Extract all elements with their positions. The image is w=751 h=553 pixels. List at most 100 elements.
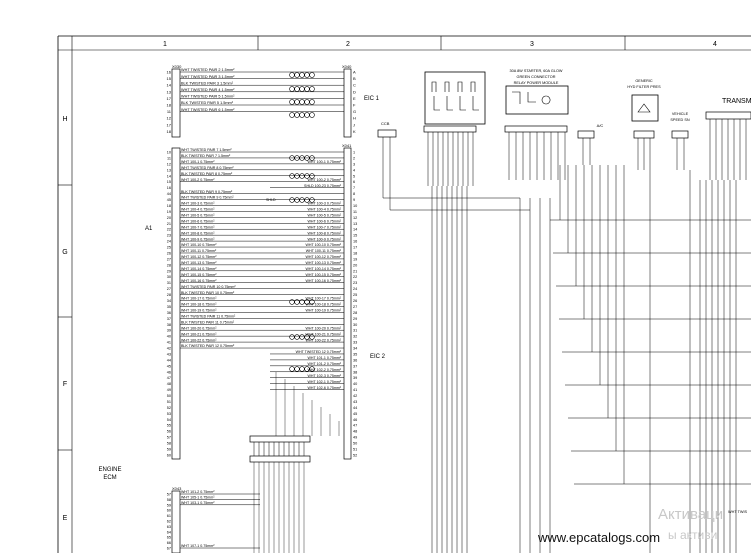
pin-number: 47 (167, 376, 171, 380)
pin-number: 51 (167, 400, 171, 404)
row-letter: E (63, 515, 68, 522)
pin-number: 31 (167, 281, 171, 285)
pin-number: 42 (167, 347, 171, 351)
module-label-a1: A1 (145, 226, 153, 232)
watermark-text-2: ы активи (668, 528, 718, 542)
connector-x040 (343, 68, 352, 138)
wire-label: WHT 101-1 0.75mm² (308, 356, 342, 360)
pin-number: 63 (167, 525, 171, 529)
pin-number: 58 (167, 442, 171, 446)
twisted-pair-symbol (304, 99, 310, 105)
connector-ecm-main (171, 147, 181, 460)
pin-number: 66 (167, 541, 171, 545)
twisted-pair-symbol (289, 86, 295, 92)
pin-number: 12 (167, 116, 172, 121)
relay-contact-symbol (512, 91, 551, 105)
wire-label: WHT TWISTED PAIR 2 1.5mm² (181, 68, 235, 72)
wire-label: WHT 100-22 0.75mm² (306, 338, 342, 342)
pin-number: 6 (353, 180, 355, 184)
twisted-pair-symbol (309, 366, 315, 372)
vehicle-speed-connector (671, 130, 689, 139)
pin-number: 25 (353, 293, 357, 297)
pin-number: 41 (167, 341, 171, 345)
column-number: 4 (713, 41, 717, 48)
wire-label: BLK TWISTED PAIR 12 0.75mm² (181, 344, 235, 348)
twisted-pair-symbol (299, 112, 305, 118)
twisted-pair-symbol (294, 99, 300, 105)
wire-label: BLK TWISTED PAIR 5 1.5mm² (181, 101, 234, 105)
pin-number: 8 (353, 192, 355, 196)
pin-number: 28 (167, 293, 171, 297)
pin-number: 59 (167, 503, 171, 507)
sensor-symbol (637, 103, 651, 113)
pin-number: 64 (167, 530, 171, 534)
pin-letter: K (353, 129, 356, 134)
pin-number: 54 (167, 418, 171, 422)
pin-number: 37 (167, 317, 171, 321)
pin-number: 50 (167, 394, 171, 398)
wire-label: WHT TWIS (728, 510, 748, 514)
pin-number: 53 (167, 412, 171, 416)
wire-label: WHT TWISTED PAIR 9 0.75mm² (181, 196, 234, 200)
module-label-eic1: EIC 1 (364, 96, 380, 102)
twisted-pair-symbol (309, 99, 315, 105)
pin-number: 14 (167, 174, 171, 178)
pin-number: 40 (167, 335, 171, 339)
wire-label: WHT 107-1 0.75mm² (181, 544, 215, 548)
twisted-pair-symbol (304, 112, 310, 118)
wire-label: BLK TWISTED PAIR 7 1.5mm² (181, 154, 231, 158)
twisted-pair-symbol (299, 86, 305, 92)
pin-number: 28 (167, 263, 171, 267)
module-label-eic2: EIC 2 (370, 354, 386, 360)
pin-number: 38 (167, 323, 171, 327)
wire-label: WHT 100-11 0.75mm² (181, 249, 217, 253)
twisted-pair-symbol (289, 72, 295, 78)
pin-number: 36 (167, 311, 171, 315)
pin-number: 56 (167, 430, 171, 434)
pin-number: 22 (353, 275, 357, 279)
connector-label: X030 (172, 64, 182, 69)
pin-number: 3 (353, 162, 355, 166)
pin-letter: E (353, 96, 356, 101)
twisted-pair-symbol (299, 197, 305, 203)
wire-label: WHT 100-20 0.75mm² (306, 326, 342, 330)
watermark-url: www.epcatalogs.com (538, 530, 661, 545)
wire-label: BLK TWISTED PAIR 8 0.75mm² (181, 172, 233, 176)
row-letter: H (62, 116, 67, 123)
pin-number: 19 (167, 210, 171, 214)
pin-number: 24 (167, 240, 171, 244)
pin-number: 37 (353, 364, 357, 368)
twisted-pair-symbol (289, 99, 295, 105)
wire-label: WHT 100-16 0.75mm² (181, 279, 217, 283)
twisted-pair-symbol (294, 86, 300, 92)
pin-number: 49 (167, 388, 171, 392)
hyd-filter-connector (633, 130, 655, 139)
pin-number: 44 (353, 406, 357, 410)
wire-label: WHT 100-19 0.75mm² (306, 309, 342, 313)
pin-number: 15 (167, 180, 171, 184)
module-title: VEHICLE (672, 112, 689, 116)
pin-letter: F (353, 103, 356, 108)
wire-label: WHT 100-4 0.75mm² (181, 208, 215, 212)
twisted-pair-symbol (309, 112, 315, 118)
twisted-pair-symbol (294, 366, 300, 372)
pin-number: 22 (167, 228, 171, 232)
trunk-wires (383, 165, 751, 553)
wire-label: WHT 100-21 0.75mm² (181, 332, 217, 336)
twisted-pair-symbol (294, 197, 300, 203)
pin-number: 52 (167, 406, 171, 410)
wire-label: WHT 100-20 0.75mm² (181, 326, 217, 330)
twisted-pair-symbol (309, 86, 315, 92)
pin-letter: G (353, 109, 356, 114)
wire-label: WHT 100-10 0.75mm² (306, 243, 342, 247)
pin-number: 29 (353, 317, 357, 321)
wire-label: WHT 100-5 0.75mm² (308, 214, 342, 218)
pin-number: 18 (167, 204, 171, 208)
pin-number: 43 (353, 400, 357, 404)
wire-label: WHT 100-21 0.75mm² (306, 332, 342, 336)
pin-number: 18 (353, 251, 357, 255)
wire-label: WHT 100-3 0.75mm² (181, 202, 215, 206)
pin-letter: B (353, 76, 356, 81)
row-letter: F (63, 381, 67, 388)
wire-label: WHT 102-3 0.75mm² (308, 374, 342, 378)
